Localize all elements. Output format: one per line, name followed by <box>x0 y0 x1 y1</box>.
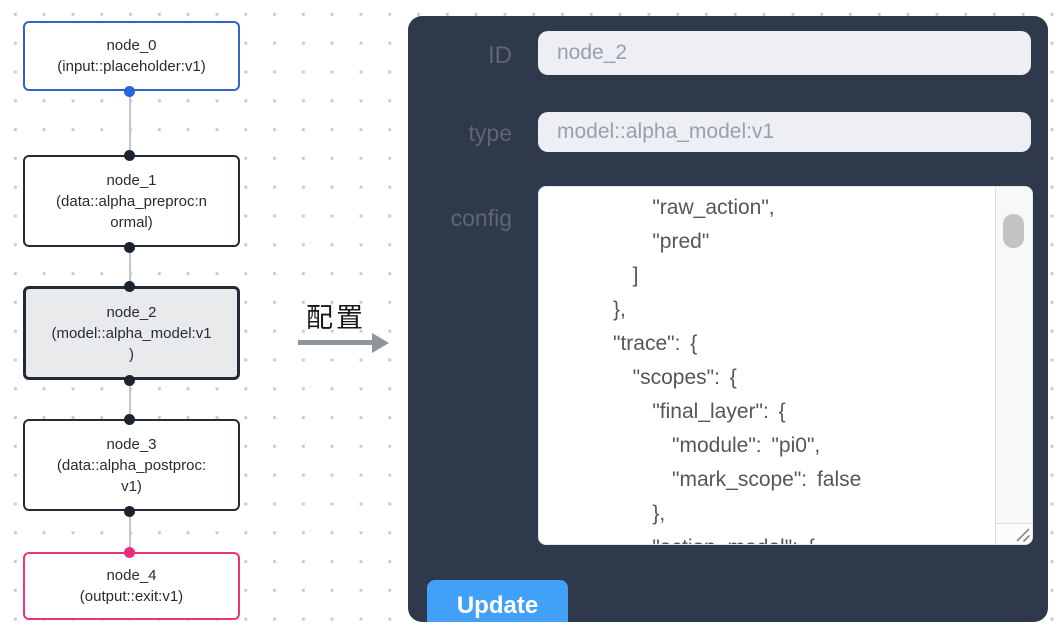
port-node3-output[interactable] <box>124 506 135 517</box>
type-field-label: type <box>468 120 512 146</box>
node-title: node_0 <box>106 37 157 54</box>
node-subtitle: v1) <box>121 477 142 495</box>
port-node1-input[interactable] <box>124 150 135 161</box>
port-node2-output[interactable] <box>124 375 135 386</box>
flow-node-node_0[interactable]: node_0 (input::placeholder:v1) <box>23 21 240 91</box>
node-subtitle: ormal) <box>110 213 153 231</box>
port-node4-input[interactable] <box>124 547 135 558</box>
node-subtitle: (input::placeholder:v1) <box>57 58 206 75</box>
flow-node-node_4[interactable]: node_4 (output::exit:v1) <box>23 552 240 620</box>
config-textarea[interactable]: "raw_action", "pred" ] }, "trace": { "sc… <box>538 186 1033 545</box>
node-config-panel: ID type config "raw_action", "pred" ] },… <box>408 16 1048 622</box>
node-subtitle: (data::alpha_preproc:n <box>56 192 207 210</box>
node-title: node_1 <box>106 171 157 189</box>
node-subtitle: (model::alpha_model:v1 <box>51 324 212 342</box>
port-node1-output[interactable] <box>124 242 135 253</box>
right-arrow-icon <box>372 333 389 353</box>
type-input[interactable] <box>538 112 1031 152</box>
port-node2-input[interactable] <box>124 281 135 292</box>
config-field-label: config <box>450 205 512 231</box>
id-field-label: ID <box>488 42 512 69</box>
edge-node0-node1 <box>129 91 131 155</box>
textarea-resize-handle[interactable] <box>995 523 1032 544</box>
port-node3-input[interactable] <box>124 414 135 425</box>
node-subtitle: (data::alpha_postproc: <box>56 456 207 474</box>
update-button[interactable]: Update <box>427 580 568 622</box>
edge-node1-node2 <box>129 247 131 286</box>
flow-node-node_3[interactable]: node_3 (data::alpha_postproc: v1) <box>23 419 240 511</box>
configure-annotation-label: 配置 <box>306 303 366 333</box>
flow-node-node_2-selected[interactable]: node_2 (model::alpha_model:v1 ) <box>23 286 240 380</box>
node-title: node_3 <box>106 435 157 453</box>
node-subtitle: ) <box>129 345 134 363</box>
node-subtitle: (output::exit:v1) <box>79 588 184 605</box>
config-json-text: "raw_action", "pred" ] }, "trace": { "sc… <box>554 196 862 544</box>
edge-node2-node3 <box>129 380 131 419</box>
node-title: node_2 <box>106 303 157 321</box>
resize-grip-icon <box>1016 528 1031 543</box>
flow-node-node_1[interactable]: node_1 (data::alpha_preproc:n ormal) <box>23 155 240 247</box>
config-scrollbar-thumb[interactable] <box>1003 214 1024 248</box>
id-input[interactable] <box>538 31 1031 75</box>
edge-node3-node4 <box>129 511 131 552</box>
node-title: node_4 <box>106 567 157 584</box>
config-scrollbar-track[interactable] <box>995 187 1032 524</box>
right-arrow-shaft <box>298 340 372 345</box>
port-node0-output[interactable] <box>124 86 135 97</box>
